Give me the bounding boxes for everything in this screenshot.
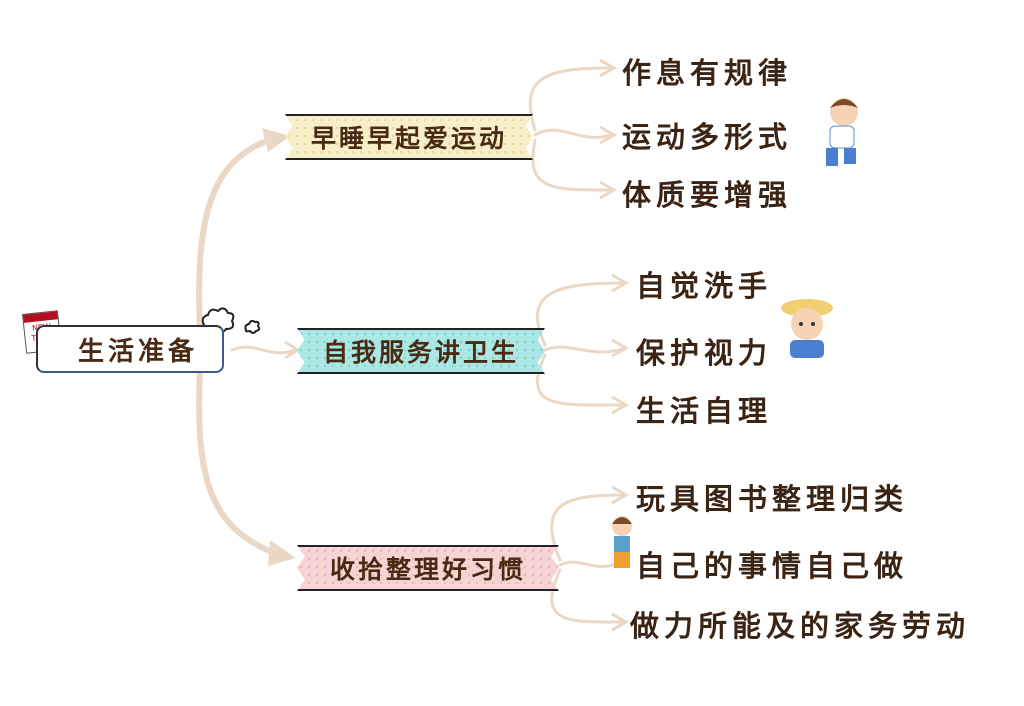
branch-tidy-habits: 收拾整理好习惯 xyxy=(297,545,559,591)
running-boy-icon xyxy=(826,98,858,166)
leaf-stronger-body: 体质要增强 xyxy=(622,178,793,212)
girl-hat-icon xyxy=(781,299,833,358)
leaf-do-own-things: 自己的事情自己做 xyxy=(636,549,909,583)
leaf-wash-hands: 自觉洗手 xyxy=(636,269,773,303)
cloud-small-icon xyxy=(244,319,261,334)
leaf-varied-exercise: 运动多形式 xyxy=(622,120,793,154)
leaf-household-chores: 做力所能及的家务劳动 xyxy=(630,609,971,643)
leaf-protect-eyes: 保护视力 xyxy=(636,336,773,370)
leaf-regular-schedule: 作息有规律 xyxy=(622,56,793,90)
boy-icon xyxy=(612,516,632,568)
branch-self-care-hygiene: 自我服务讲卫生 xyxy=(297,328,545,374)
leaf-self-reliance: 生活自理 xyxy=(636,394,773,428)
branch-sleep-exercise: 早睡早起爱运动 xyxy=(285,114,533,160)
root-node: 生活准备 xyxy=(36,325,224,373)
leaf-sort-toys-books: 玩具图书整理归类 xyxy=(636,482,909,516)
